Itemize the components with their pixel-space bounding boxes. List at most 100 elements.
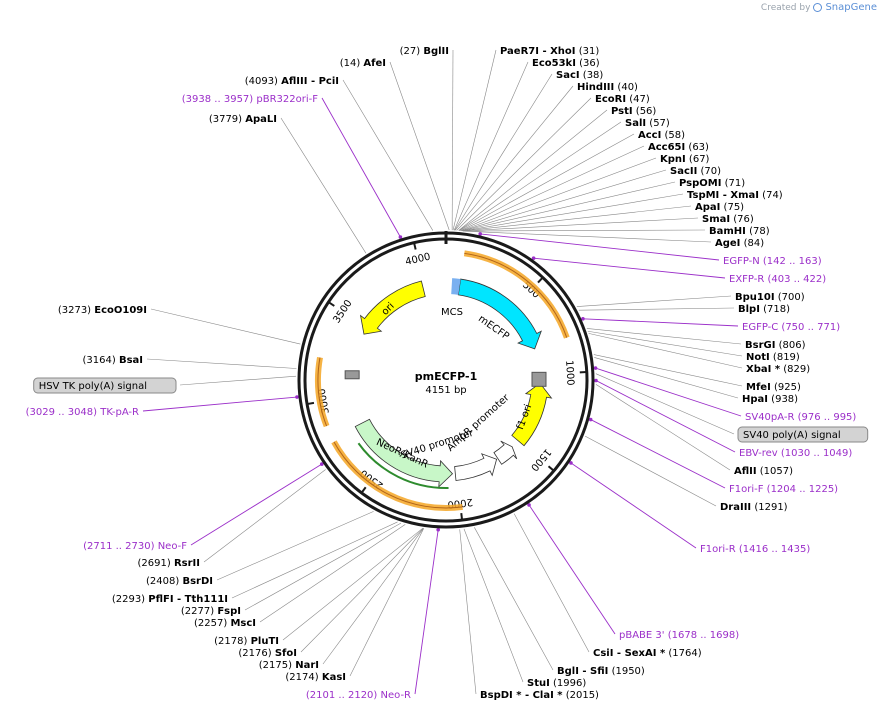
primer-mark-r35: [527, 503, 531, 507]
label-l5-part-0: (3779): [209, 114, 245, 125]
label-r14: ApaI (75): [695, 202, 744, 213]
label-l3-part-1: AflIII: [281, 76, 307, 87]
label-l2-part-0: (14): [340, 58, 364, 69]
primer-mark-r32: [588, 417, 593, 422]
label-r30-part-1: (1030 .. 1049): [778, 448, 853, 459]
label-l13: (2293) PflFI - Tth111I: [112, 594, 228, 605]
connector-l17: [300, 528, 424, 653]
label-r36: CsiI - SexAI * (1764): [593, 648, 702, 659]
snapgene-logo-icon: [813, 3, 823, 12]
label-l15: (2257) MscI: [194, 618, 256, 629]
primer-mark-l10: [319, 462, 324, 466]
connector-l12: [216, 511, 374, 581]
label-l10-part-1: Neo-F: [155, 541, 188, 552]
label-l9-part-1: TK-pA-R: [97, 407, 139, 418]
tick-2500: [360, 486, 367, 494]
label-r18-part-0: EGFP-N: [723, 256, 760, 267]
connector-r12: [462, 181, 676, 232]
connector-r32: [590, 419, 726, 489]
label-r7-part-0: SalI: [625, 118, 646, 129]
label-r17-part-0: AgeI: [715, 238, 740, 249]
label-l13-part-0: (2293): [112, 594, 148, 605]
label-l9: (3029 .. 3048) TK-pA-R: [26, 407, 139, 418]
plasmid-name: pmECFP-1: [415, 370, 478, 383]
label-r32-part-1: (1204 .. 1225): [763, 484, 838, 495]
label-r37-part-1: - SfiI: [579, 666, 608, 677]
label-r19: EXFP-R (403 .. 422): [729, 274, 826, 285]
label-r23-part-0: BsrGI: [745, 340, 775, 351]
primer-mark-r30: [594, 378, 598, 383]
site-labels: PaeR7I - XhoI (31)Eco53kI (36)SacI (38) H…: [26, 46, 869, 701]
neokanr-arrow: [354, 418, 454, 488]
label-r19-part-0: EXFP-R: [729, 274, 764, 285]
label-r6-part-0: PstI: [611, 106, 633, 117]
label-r28-part-1: (976 .. 995): [794, 412, 856, 423]
label-r25: XbaI * (829): [746, 364, 810, 375]
label-r32-part-0: F1ori-F: [729, 484, 764, 495]
connector-l3: [342, 79, 434, 231]
tick-label-1000: 1000: [563, 360, 575, 386]
label-r33: DraIII (1291): [720, 502, 788, 513]
credit-text: Created by: [760, 2, 811, 13]
label-r16-part-0: BamHI: [709, 226, 746, 237]
label-r9-part-1: (63): [685, 142, 709, 153]
label-r5-part-1: (47): [626, 94, 650, 105]
primer-mark-r18: [478, 232, 483, 236]
connector-r19: [533, 257, 726, 279]
tick-3000: [306, 401, 315, 406]
label-r2: Eco53kI (36): [532, 58, 600, 69]
orange-arc-small-line: [317, 357, 328, 427]
label-l3: (4093) AflIII - PciI: [245, 76, 339, 87]
label-l15-part-0: (2257): [194, 618, 230, 629]
label-r36-part-0: CsiI: [593, 648, 613, 659]
label-r27: HpaI (938): [742, 394, 798, 405]
label-r1: PaeR7I - XhoI (31): [500, 46, 599, 57]
primer-mark-l9: [295, 395, 299, 399]
snapgene-credit: Created by SnapGene: [761, 2, 877, 13]
label-r36-part-2: (1764): [665, 648, 702, 659]
label-l7-part-1: BsaI: [119, 355, 143, 366]
connector-l6: [150, 308, 301, 345]
tick-2000: [460, 513, 464, 521]
label-l12: (2408) BsrDI: [146, 576, 213, 587]
label-r37-part-0: BglI: [557, 666, 579, 677]
label-r3: SacI (38): [556, 70, 603, 81]
label-r13-part-1: - XmaI: [719, 190, 759, 201]
label-l7: (3164) BsaI: [83, 355, 143, 366]
primer-mark-r34: [569, 461, 573, 465]
connector-l2: [389, 61, 450, 231]
label-r9-part-0: Acc65I: [648, 142, 685, 153]
label-r15: SmaI (76): [702, 214, 754, 225]
connector-r25: [588, 333, 743, 369]
connector-r1: [452, 49, 497, 231]
label-r10: KpnI (67): [660, 154, 710, 165]
connector-l9: [142, 396, 298, 412]
connector-r10: [461, 157, 657, 232]
label-r34: F1ori-R (1416 .. 1435): [700, 544, 810, 555]
label-l4-part-1: pBR322ori-F: [253, 94, 318, 105]
connector-r30: [595, 380, 736, 453]
label-l12-part-0: (2408): [146, 576, 182, 587]
label-r31-part-1: (1057): [757, 466, 794, 477]
label-l17-part-1: SfoI: [275, 648, 297, 659]
label-l10: (2711 .. 2730) Neo-F: [83, 541, 187, 552]
label-l14: (2277) FspI: [181, 606, 241, 617]
label-l1-part-1: BglII: [423, 46, 449, 57]
connector-l18: [322, 528, 424, 665]
connector-r35: [528, 504, 616, 635]
tick-label-1500: 1500: [528, 446, 553, 473]
label-l20-part-1: Neo-R: [377, 690, 411, 701]
label-l3-part-2: - PciI: [307, 76, 339, 87]
tick-3500: [327, 301, 335, 307]
label-r25-part-1: (829): [780, 364, 810, 375]
label-l11-part-1: RsrII: [174, 558, 200, 569]
label-r34-part-1: (1416 .. 1435): [736, 544, 811, 555]
label-r5: EcoRI (47): [595, 94, 650, 105]
label-r16-part-1: (78): [746, 226, 770, 237]
label-r26: MfeI (925): [746, 382, 801, 393]
label-r15-part-0: SmaI: [702, 214, 730, 225]
sv40-promoter-arrow: [454, 453, 498, 481]
connector-r8: [459, 133, 635, 231]
label-r37: BglI - SfiI (1950): [557, 666, 645, 677]
